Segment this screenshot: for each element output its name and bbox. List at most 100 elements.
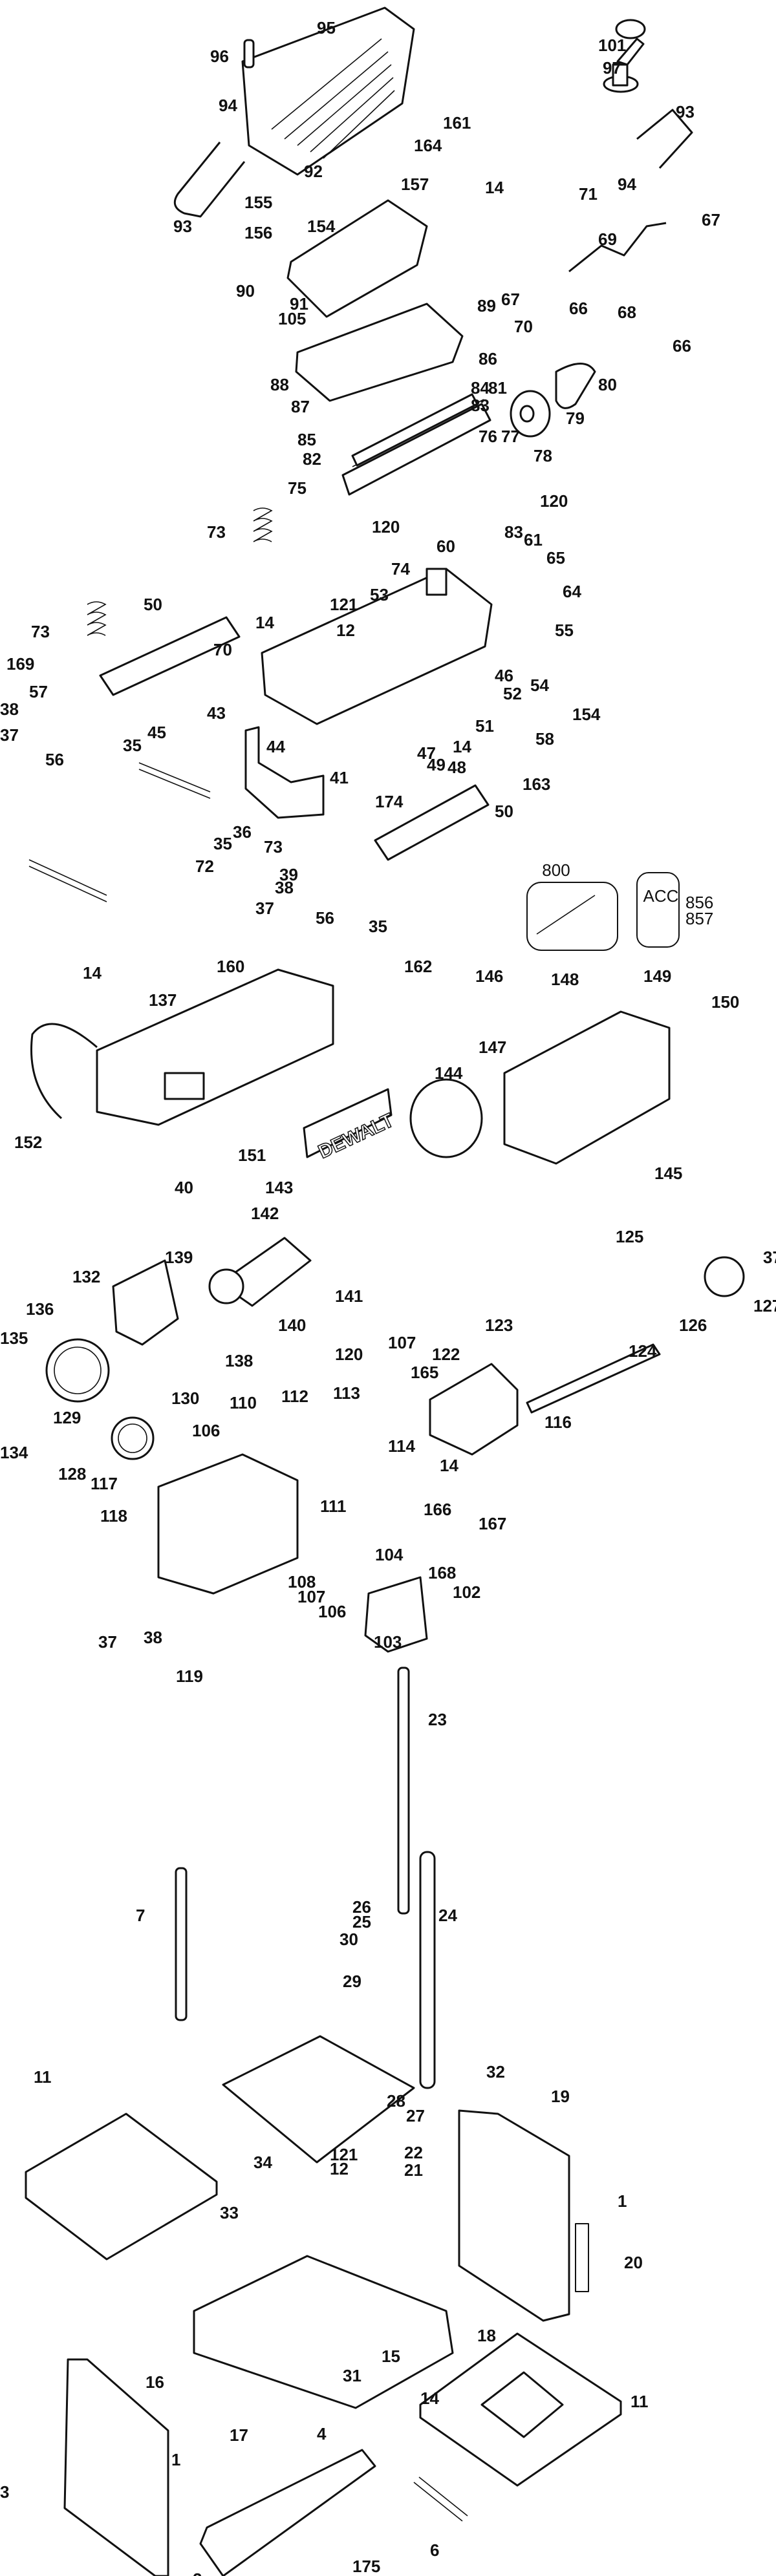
accessory-card-box-856-857: ACC [636, 872, 680, 948]
knob-part-97 [603, 19, 646, 93]
part-label-2: 2 [193, 2570, 202, 2576]
part-label-90: 90 [236, 281, 255, 301]
part-label-137: 137 [149, 990, 177, 1010]
switch-part-102 [364, 1576, 428, 1653]
part-label-120: 120 [372, 517, 400, 537]
part-label-25: 25 [352, 1912, 371, 1932]
part-label-37: 37 [255, 899, 274, 918]
part-label-141: 141 [335, 1286, 363, 1306]
part-label-150: 150 [711, 992, 739, 1012]
part-label-60: 60 [436, 537, 455, 556]
part-label-38: 38 [144, 1628, 162, 1647]
part-label-139: 139 [165, 1248, 193, 1267]
part-label-120: 120 [540, 491, 568, 511]
part-label-18: 18 [477, 2326, 496, 2345]
part-label-124: 124 [629, 1341, 657, 1361]
part-label-29: 29 [343, 1972, 361, 1991]
part-label-16: 16 [146, 2372, 164, 2392]
part-label-151: 151 [238, 1145, 266, 1165]
part-label-65: 65 [546, 548, 565, 568]
part-label-91: 91 [290, 294, 308, 314]
part-label-38: 38 [275, 878, 294, 897]
handle-part-93-left [173, 142, 246, 218]
side-panel-part-19 [458, 2109, 570, 2322]
table-extension-part-11-right [419, 2332, 622, 2487]
part-label-70: 70 [514, 317, 533, 336]
part-label-95: 95 [317, 18, 336, 37]
part-label-50: 50 [495, 802, 513, 821]
part-label-71: 71 [579, 184, 598, 204]
power-cord-part-152 [30, 1023, 98, 1120]
part-label-14: 14 [420, 2389, 439, 2408]
part-label-41: 41 [330, 768, 349, 787]
part-label-14: 14 [83, 963, 102, 983]
part-label-35: 35 [213, 834, 232, 853]
part-label-12: 12 [330, 2159, 349, 2178]
part-label-35: 35 [123, 736, 142, 755]
gearbox-cover-part-138 [112, 1259, 179, 1346]
part-label-37: 37 [0, 725, 19, 745]
part-label-77: 77 [501, 427, 520, 446]
part-label-73: 73 [264, 837, 283, 857]
part-label-46: 46 [495, 666, 513, 685]
part-label-70: 70 [213, 640, 232, 659]
part-label-108: 108 [288, 1572, 316, 1591]
part-label-110: 110 [230, 1393, 257, 1412]
part-label-48: 48 [447, 758, 466, 777]
gear-part-130 [111, 1416, 155, 1460]
part-label-14: 14 [453, 737, 471, 756]
part-label-106: 106 [318, 1602, 346, 1621]
part-label-19: 19 [551, 2087, 570, 2106]
carriage-plate-part-88 [295, 303, 464, 402]
part-label-76: 76 [479, 427, 497, 446]
part-label-156: 156 [244, 223, 272, 242]
part-label-120: 120 [335, 1345, 363, 1364]
part-label-23: 23 [428, 1710, 447, 1729]
chain-part-6 [413, 2476, 468, 2522]
part-label-37: 37 [98, 1632, 117, 1652]
part-label-123: 123 [485, 1315, 513, 1335]
brand-plate-part-151: DEWALT [303, 1088, 398, 1164]
part-label-168: 168 [428, 1563, 456, 1582]
part-label-38: 38 [0, 699, 19, 719]
part-label-67: 67 [501, 290, 520, 309]
part-label-81: 81 [488, 378, 507, 398]
kit-label-800: 800 [542, 860, 570, 880]
armature-part-140 [208, 1237, 312, 1307]
part-label-27: 27 [406, 2106, 425, 2125]
part-label-34: 34 [253, 2153, 272, 2172]
motor-housing-part-145-left [96, 968, 334, 1126]
part-label-15: 15 [382, 2347, 400, 2366]
gearbox-housing-part-110 [157, 1453, 299, 1595]
chain-part-72-b [28, 859, 107, 902]
part-label-58: 58 [535, 729, 554, 749]
part-label-40: 40 [175, 1178, 193, 1197]
part-label-97: 97 [603, 58, 621, 78]
part-label-21: 21 [404, 2160, 423, 2180]
top-cover-part-95 [241, 6, 415, 176]
column-part-24 [419, 1851, 436, 2089]
chain-part-72-a [138, 762, 211, 799]
part-label-134: 134 [0, 1443, 28, 1462]
part-label-128: 128 [58, 1464, 86, 1484]
part-label-11: 11 [34, 2067, 52, 2087]
part-label-85: 85 [297, 430, 316, 449]
part-label-135: 135 [0, 1328, 28, 1348]
part-label-33: 33 [220, 2203, 239, 2222]
part-label-166: 166 [424, 1500, 451, 1519]
part-label-3: 3 [0, 2482, 9, 2502]
part-label-96: 96 [210, 47, 229, 66]
roller-part-50-upper [99, 616, 241, 696]
spring-part-73-a [253, 507, 273, 542]
part-label-52: 52 [503, 684, 522, 703]
part-label-6: 6 [430, 2540, 439, 2560]
part-label-101: 101 [598, 36, 626, 55]
part-label-165: 165 [411, 1363, 438, 1382]
part-label-84: 84 [471, 378, 490, 398]
chain-guard-part-36 [244, 726, 325, 819]
part-label-53: 53 [370, 585, 389, 604]
frame-part-53 [261, 568, 493, 725]
part-label-7: 7 [136, 1906, 145, 1925]
part-label-154: 154 [307, 217, 336, 236]
